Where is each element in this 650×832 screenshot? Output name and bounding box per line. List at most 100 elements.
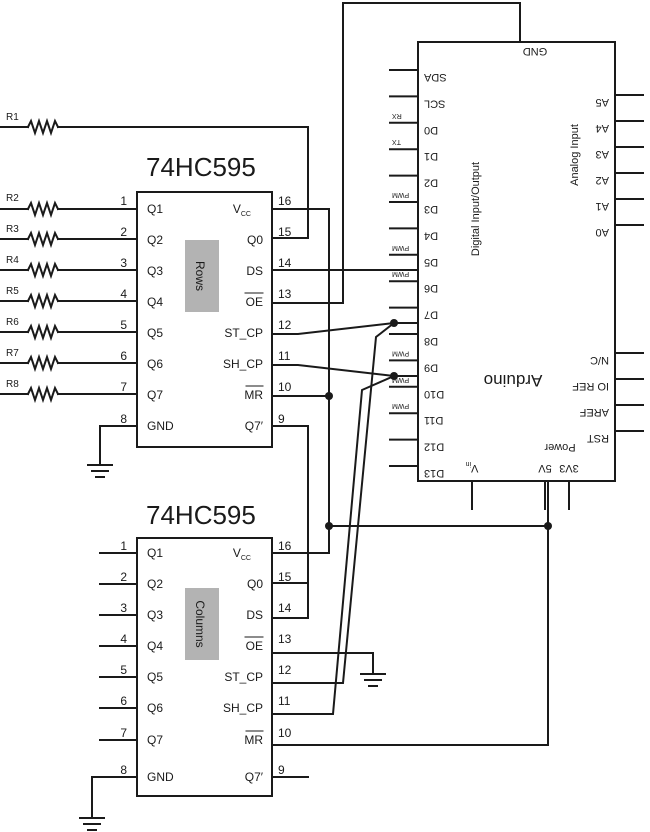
pin-label: Q2 <box>147 233 163 247</box>
chip-pin-left: 2 Q2 <box>120 570 163 591</box>
pin-label: Q4 <box>147 639 163 653</box>
pin-label: Q7 <box>147 733 163 747</box>
pin-label: Q6 <box>147 357 163 371</box>
resistor-r3: R3 <box>6 224 60 249</box>
arduino-pin-label: RST <box>587 432 609 444</box>
serial-marker: TX <box>392 138 401 145</box>
pin-number: 6 <box>120 349 127 363</box>
pin-label: GND <box>147 419 174 433</box>
pin-number: 12 <box>278 663 292 677</box>
pin-label: Q5 <box>147 670 163 684</box>
shift-register-columns: 74HC595 Columns 1 Q1 2 Q2 3 Q3 4 Q4 5 Q5… <box>120 500 292 797</box>
pin-label: MR <box>244 733 263 747</box>
pin-number: 11 <box>278 694 291 708</box>
arduino-pin-label: D0 <box>424 124 438 136</box>
pin-label: Q6 <box>147 701 163 715</box>
pin-number: 9 <box>278 412 285 426</box>
chip-label: Rows <box>193 261 207 291</box>
chip-body <box>136 537 273 797</box>
arduino-pin-label: A1 <box>596 200 609 212</box>
chip-pin-right: 12 ST_CP <box>224 663 291 684</box>
pin-label: MR <box>244 388 263 402</box>
pwm-marker: PWM <box>392 376 409 383</box>
arduino-pin-label: A0 <box>596 226 609 238</box>
arduino-pin-label: A3 <box>596 148 609 160</box>
pin-label: Q7′ <box>245 770 264 784</box>
pin-number: 4 <box>120 632 127 646</box>
pin-label: DS <box>246 264 263 278</box>
arduino-pin-label: N/C <box>590 354 609 366</box>
pin-number: 8 <box>120 412 127 426</box>
pin-label: OE <box>246 639 263 653</box>
pin-label: GND <box>147 770 174 784</box>
pin-number: 14 <box>278 256 292 270</box>
pin-label: Q4 <box>147 295 163 309</box>
pin-label: Q7′ <box>245 419 264 433</box>
resistor-label: R7 <box>6 348 19 359</box>
chip-pin-left: 4 Q4 <box>120 287 163 309</box>
chip-pin-left: 1 Q1 <box>120 539 163 560</box>
pin-label: Q5 <box>147 326 163 340</box>
arduino-pin-label: 3V3 <box>559 462 579 474</box>
arduino-pin-label: SDA <box>423 71 446 83</box>
pwm-marker: PWM <box>392 270 409 277</box>
chip-pin-left: 8 GND <box>120 412 174 433</box>
pin-number: 8 <box>120 763 127 777</box>
pin-number: 5 <box>120 663 127 677</box>
pin-label: DS <box>246 608 263 622</box>
arduino-gnd-label: GND <box>523 45 548 57</box>
resistor-label: R1 <box>6 112 19 123</box>
chip-pin-right: 10 MR <box>244 380 291 402</box>
chip-pin-right: 14 DS <box>246 601 291 622</box>
digital-section-label: Digital Input/Output <box>470 162 482 256</box>
pin-label: Q3 <box>147 608 163 622</box>
junction-dot <box>390 372 398 380</box>
chip-pin-left: 1 Q1 <box>120 194 163 216</box>
arduino-pin-label: D13 <box>424 467 444 479</box>
chip-pin-left: 3 Q3 <box>120 601 163 622</box>
chip-label-box <box>185 588 219 660</box>
pin-label: Q0 <box>247 233 263 247</box>
pin-number: 5 <box>120 318 127 332</box>
arduino-pin-label: D6 <box>424 282 438 294</box>
arduino-pin-label: AREF <box>579 406 609 418</box>
chip-pin-left: 4 Q4 <box>120 632 163 653</box>
ground-icon <box>79 817 105 831</box>
arduino-pin-label: D3 <box>424 203 438 215</box>
power-section-label: Power <box>544 441 576 453</box>
chip-pin-left: 6 Q6 <box>120 694 163 715</box>
chip-pin-right: 12 ST_CP <box>224 318 291 340</box>
pin-number: 1 <box>120 539 127 553</box>
pin-label: Q3 <box>147 264 163 278</box>
pin-number: 4 <box>120 287 127 301</box>
arduino-pin-label: A2 <box>596 174 609 186</box>
pin-number: 7 <box>120 726 127 740</box>
pin-number: 3 <box>120 601 127 615</box>
pin-number: 16 <box>278 194 292 208</box>
arduino-body <box>417 41 616 482</box>
pin-number: 15 <box>278 570 292 584</box>
arduino-pin-label: D7 <box>424 309 438 321</box>
pin-number: 2 <box>120 225 127 239</box>
pin-label: SH_CP <box>223 701 263 715</box>
pin-number: 13 <box>278 632 292 646</box>
chip-pin-right: 15 Q0 <box>247 225 292 247</box>
resistor-label: R2 <box>6 193 19 204</box>
junction-dot <box>390 319 398 327</box>
arduino-pin-label: D12 <box>424 441 444 453</box>
resistor-label: R4 <box>6 255 19 266</box>
arduino-pin-label: D1 <box>424 150 438 162</box>
chip-pin-right: 13 OE <box>244 632 292 653</box>
pin-number: 1 <box>120 194 127 208</box>
pin-number: 10 <box>278 380 292 394</box>
pin-number: 2 <box>120 570 127 584</box>
chip-pin-right: 10 MR <box>244 726 291 747</box>
pin-label: SH_CP <box>223 357 263 371</box>
chip-title: 74HC595 <box>146 500 256 530</box>
chip-pin-right: 11 SH_CP <box>223 694 291 715</box>
resistor-label: R6 <box>6 317 19 328</box>
arduino-pin-label: 5V <box>538 462 552 474</box>
analog-section-label: Analog Input <box>569 124 581 186</box>
arduino-pin-label: Vin <box>465 460 478 474</box>
chip-pin-left: 6 Q6 <box>120 349 163 371</box>
